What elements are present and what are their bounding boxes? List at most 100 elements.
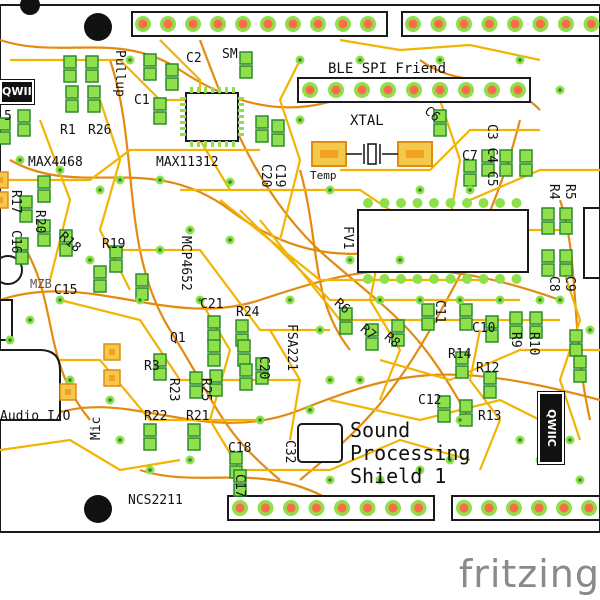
qfn-pin [225,141,228,147]
fsa221-package [297,423,343,463]
smd-pad [459,399,473,413]
part-c18: C18 [228,441,252,456]
part-c21: C21 [200,297,224,312]
via-hole [328,478,332,482]
dip-pin [495,198,505,208]
header-pin-hole [263,19,273,29]
smd-pad [37,189,51,203]
part-c8: C8 [546,276,561,292]
smd-pad [207,315,221,329]
via-hole [68,378,72,382]
qfn-pin [204,141,207,147]
smd-pad [433,123,447,137]
smd-pad [541,263,555,277]
smd-pad [235,319,249,333]
smd-pad [509,311,523,325]
via-hole [328,188,332,192]
smd-pad [187,423,201,437]
fritzing-watermark: fritzing [459,552,600,596]
part-c12: C12 [418,393,442,408]
smd-pad [233,483,247,497]
qwiic-connector-right: QWIIC [537,389,565,467]
part-r22: R22 [144,409,168,424]
via-hole [308,408,312,412]
smd-pad [153,97,167,111]
qfn-pin [238,97,244,100]
audio-io-label: Audio I/O [0,409,71,424]
part-q1: Q1 [170,331,186,346]
dip-pin [478,198,489,208]
via-hole [378,478,382,482]
via-hole [558,298,562,302]
part-r5b: R5 [562,184,577,200]
header-pin-hole [357,85,367,95]
smd-pad [271,119,285,133]
via-hole [28,318,32,322]
ncs2211-label: NCS2211 [128,493,183,508]
smd-pad [165,77,179,91]
part-r26: R26 [88,123,112,138]
smd-pad [143,53,157,67]
smd-pad [463,159,477,173]
part-r13: R13 [478,409,502,424]
max11312-chip [185,92,239,142]
smd-pad [189,371,203,385]
via-hole [198,298,202,302]
part-c32: C32 [282,440,297,464]
qfn-pin [218,87,221,93]
header-pin-hole [559,503,569,513]
qfn-pin [180,97,186,100]
dip-pin [412,198,423,208]
dip-pin [396,198,406,208]
qfn-pin [238,127,244,130]
mounting-hole [20,0,40,15]
smd-pad [239,51,253,65]
smd-pad [559,263,573,277]
part-c19: C19 [272,164,287,188]
tht-hole [0,177,3,183]
qfn-pin [238,109,244,112]
smd-pad [153,367,167,381]
smd-pad [541,249,555,263]
dip-pin [511,198,522,208]
smd-pad [207,339,221,353]
audio-jack [0,255,61,421]
header-pin-hole [461,85,471,95]
via-hole [588,328,592,332]
via-hole [118,178,122,182]
smd-pad [421,317,435,331]
via-hole [258,418,262,422]
smd-pad [239,363,253,377]
via-hole [118,438,122,442]
header-pin-hole [487,85,497,95]
smd-pad [271,133,285,147]
via-hole [418,468,422,472]
qfn-pin [238,103,244,106]
dip-pin [412,274,423,284]
smd-pad [459,303,473,317]
ble-label: BLE SPI Friend [328,61,447,77]
header-pin-hole [485,19,494,29]
smd-pad [143,437,157,451]
mic-label: Mic [89,416,104,440]
part-c7: C7 [462,149,478,164]
part-r17: R17 [8,190,23,214]
dip-pin [511,274,522,284]
smd-pad [559,221,573,235]
side-connector [0,207,600,341]
part-r20: R20 [32,210,47,234]
qfn-pin [180,121,186,124]
via-hole [348,258,352,262]
header-pin-hole [388,503,398,513]
part-r4: R4 [546,184,561,200]
smd-pad [229,451,243,465]
header-pin-hole [338,19,348,29]
qfn-pin [218,141,221,147]
qfn-pin [204,87,207,93]
component-pads [0,51,595,497]
smd-pad [143,67,157,81]
smd-pad [153,353,167,367]
smd-pad [109,245,123,259]
smd-pad [485,329,499,343]
